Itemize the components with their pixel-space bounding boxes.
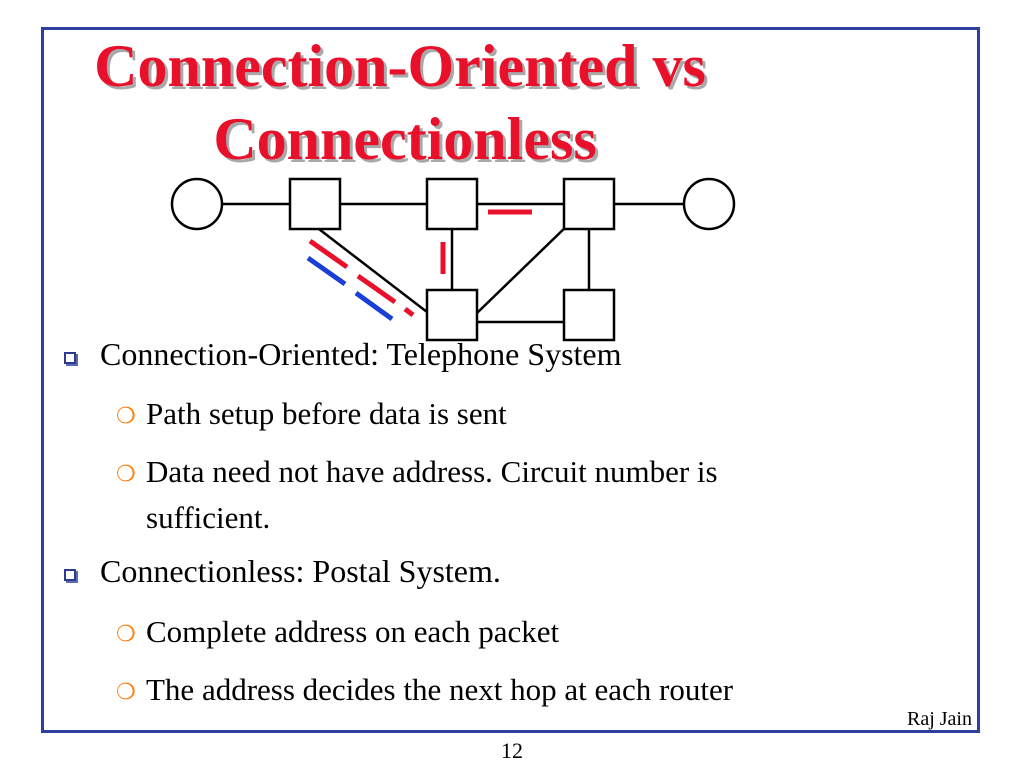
ring-bullet-icon: ❍: [116, 680, 136, 705]
square-bullet-icon: [64, 569, 76, 581]
footer-author: Raj Jain: [907, 708, 972, 730]
switch-1-node: [288, 177, 342, 231]
sub-bullet-complete-address: Complete address on each packet: [146, 614, 560, 649]
ring-bullet-icon: ❍: [116, 462, 136, 487]
circuit-path-segment-diagonal-2: [356, 273, 397, 305]
slide-title-line-1: Connection-Oriented vs: [94, 33, 706, 99]
circuit-path-segment-diagonal-3: [403, 307, 415, 317]
link-switch-3-switch-4: [476, 222, 571, 314]
switch-5-node: [562, 288, 616, 342]
datagram-path-segment-1: [306, 255, 347, 287]
host-b-node: [682, 177, 736, 231]
ring-bullet-icon: ❍: [116, 622, 136, 647]
switch-2-node: [425, 177, 479, 231]
bullet-connectionless: Connectionless: Postal System.: [100, 553, 501, 589]
datagram-path-segment-2: [354, 290, 394, 322]
switch-3-node: [562, 177, 616, 231]
slide-frame: [41, 27, 980, 733]
ring-bullet-icon: ❍: [116, 404, 136, 429]
switch-4-node: [425, 288, 479, 342]
network-diagram: [170, 177, 736, 342]
sub-bullet-path-setup: Path setup before data is sent: [146, 396, 507, 431]
square-bullet-icon: [64, 352, 76, 364]
host-a-node: [170, 177, 224, 231]
sub-bullet-no-address: Data need not have address. Circuit numb…: [146, 454, 718, 489]
page-number: 12: [501, 738, 523, 763]
link-switch-1-switch-4: [314, 225, 428, 313]
sub-bullet-no-address-continued: sufficient.: [146, 500, 271, 535]
slide-title-line-2: Connectionless: [213, 106, 597, 172]
bullet-connection-oriented: Connection-Oriented: Telephone System: [100, 336, 622, 372]
circuit-path-segment-diagonal-1: [308, 238, 349, 270]
sub-bullet-next-hop: The address decides the next hop at each…: [146, 672, 734, 707]
